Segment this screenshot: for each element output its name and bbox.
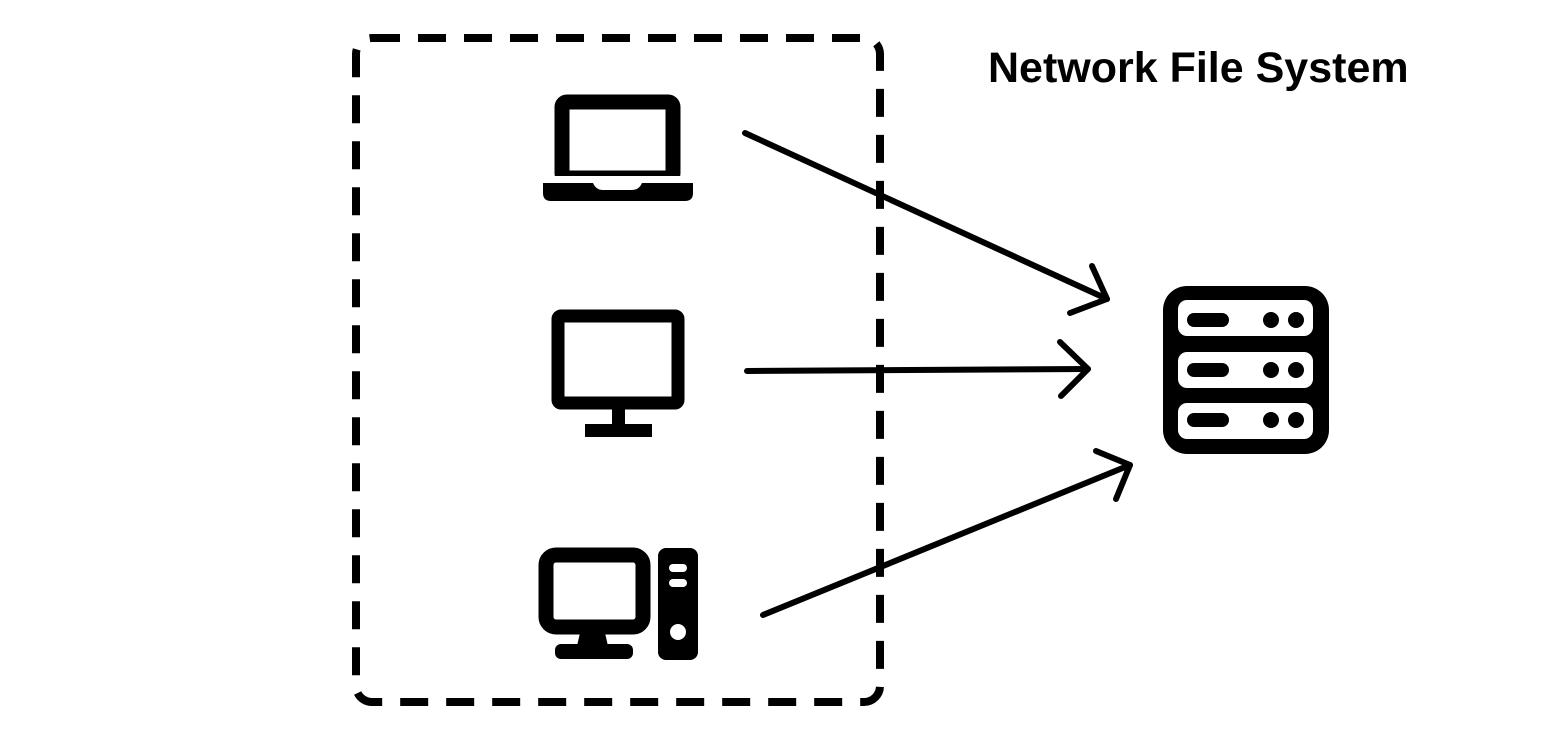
laptop-icon xyxy=(543,94,693,201)
connection-arrow-desktop xyxy=(760,448,1133,618)
monitor-icon xyxy=(551,309,685,437)
connection-arrow-monitor xyxy=(744,339,1091,399)
server-stack-icon xyxy=(1163,286,1329,454)
connection-arrow-laptop xyxy=(742,130,1110,316)
desktop-tower-icon xyxy=(538,547,698,660)
diagram-title: Network File System xyxy=(988,44,1409,92)
